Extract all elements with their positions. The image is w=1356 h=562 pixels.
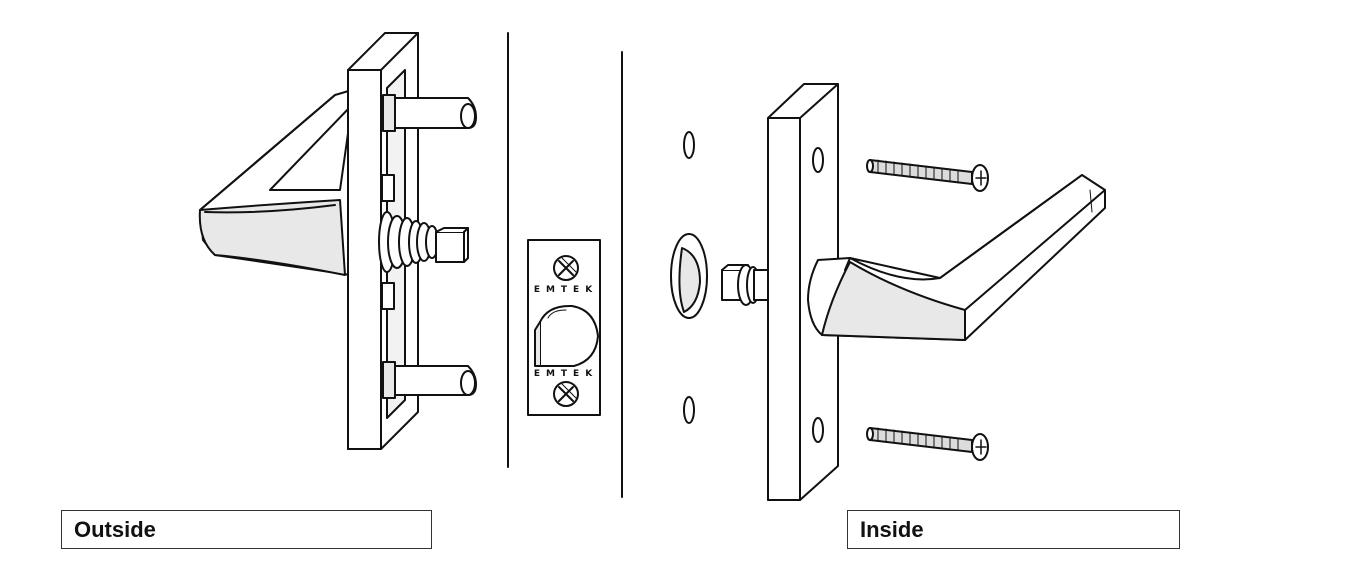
- faceplate-brand-top: EMTEK: [534, 285, 598, 295]
- screw-bottom-icon: [866, 427, 989, 461]
- outside-lug-top: [381, 174, 395, 202]
- outside-lever-handle: [198, 89, 353, 276]
- door-spindle-bore: [670, 233, 708, 319]
- door-holes: [670, 131, 708, 424]
- outside-lug-bottom: [381, 282, 395, 310]
- inside-lever-assembly: [721, 83, 1106, 501]
- faceplate-screw-bottom-icon: [553, 381, 579, 407]
- outside-mounting-post-top: [382, 94, 477, 132]
- inside-spindle: [721, 264, 769, 306]
- outside-spindle: [378, 211, 469, 273]
- faceplate-brand-bottom: EMTEK: [534, 369, 598, 379]
- latch-face-plate: EMTEK EMTEK: [527, 239, 601, 416]
- outside-lever-assembly: [198, 32, 477, 450]
- latch-bolt: [534, 304, 599, 367]
- inside-label: Inside: [847, 510, 1180, 549]
- inside-lever-handle: [807, 174, 1106, 341]
- outside-label: Outside: [61, 510, 432, 549]
- door-edge: [507, 32, 623, 498]
- faceplate-screw-top-icon: [553, 255, 579, 281]
- screw-top-icon: [866, 159, 989, 192]
- inside-rose-plate: [767, 83, 839, 501]
- door-hole-top: [683, 131, 695, 159]
- door-hole-bottom: [683, 396, 695, 424]
- outside-mounting-post-bottom: [382, 361, 477, 399]
